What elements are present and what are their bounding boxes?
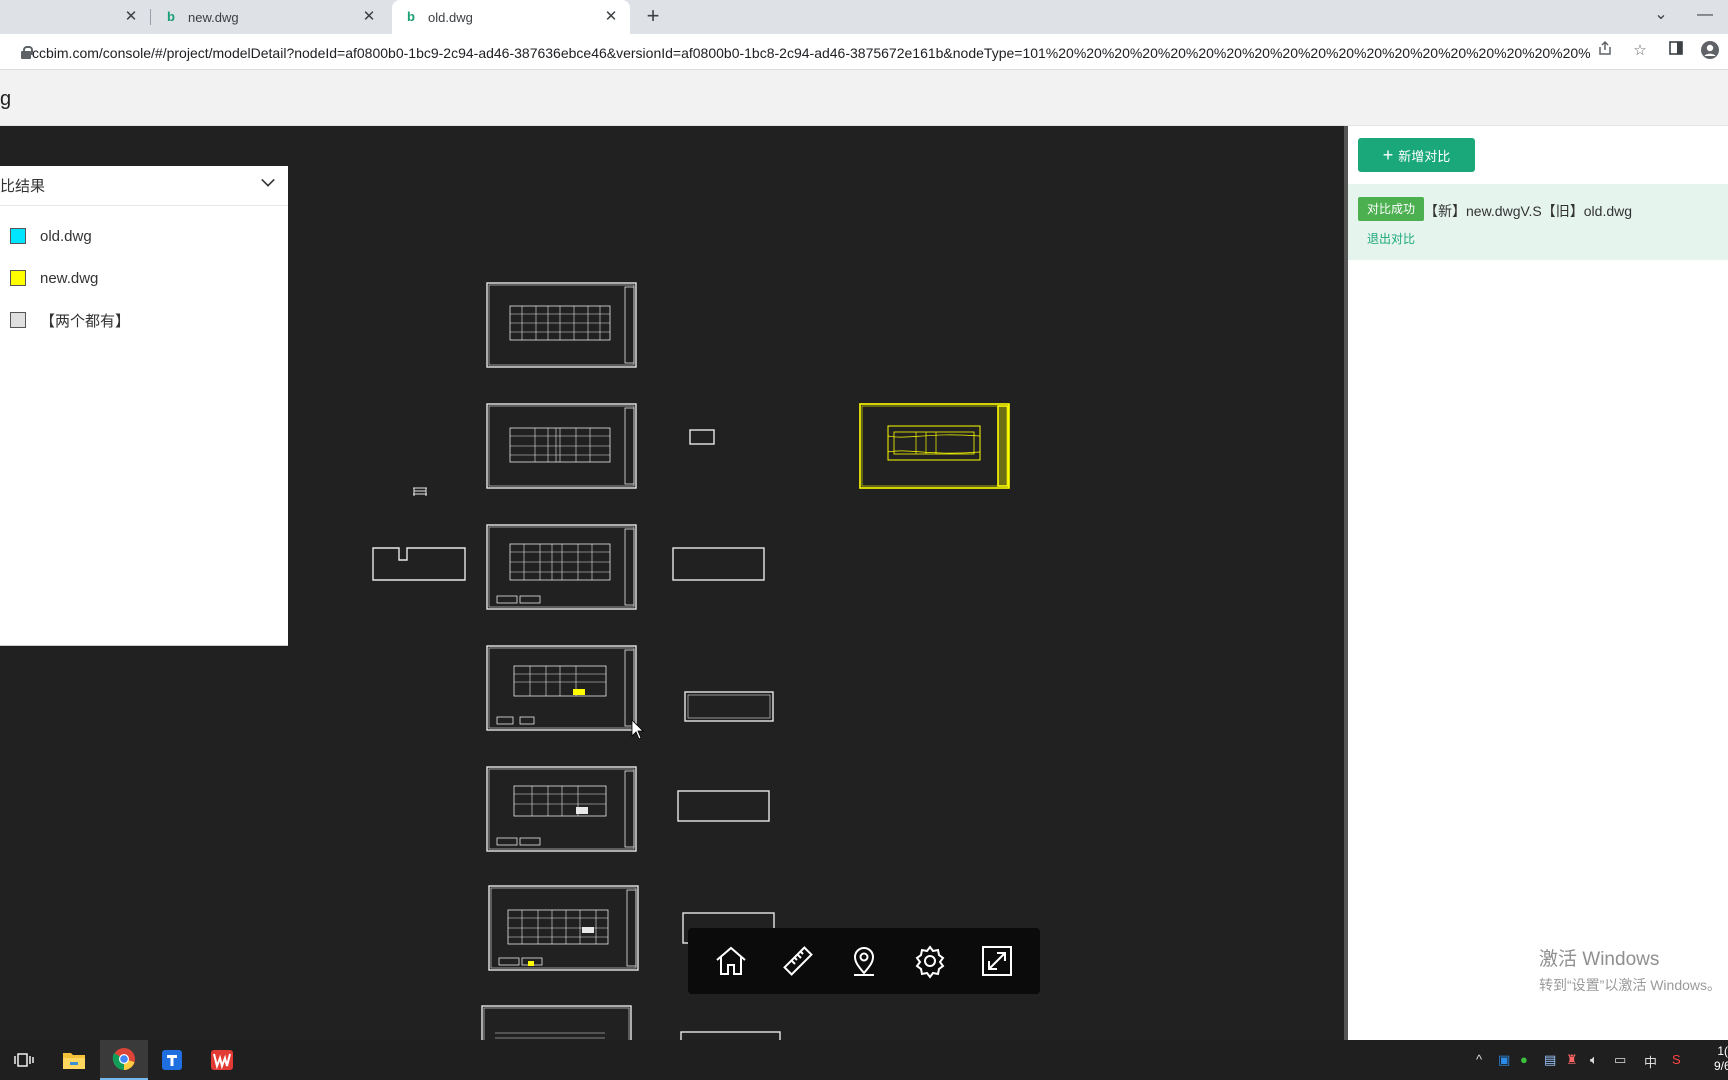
drawing-sheet — [486, 766, 637, 852]
watermark-line-2: 转到“设置”以激活 Windows。 — [1539, 977, 1722, 993]
tab-separator — [150, 9, 151, 25]
mouse-cursor-icon — [631, 719, 644, 740]
legend-label: new.dwg — [40, 269, 99, 287]
tray-app-icon[interactable]: ▣ — [1498, 1052, 1511, 1067]
wechat-tray-icon[interactable]: ● — [1520, 1052, 1528, 1067]
color-swatch-both — [10, 312, 26, 328]
browser-tab-bar: ✕ b new.dwg ✕ b old.dwg ✕ + ⌄ — — [0, 0, 1728, 34]
network-icon[interactable]: ▭ — [1614, 1052, 1627, 1067]
legend-header[interactable]: 比结果 — [0, 166, 288, 206]
drawing-sheet — [486, 524, 637, 610]
tray-security-icon[interactable]: ♜ — [1566, 1052, 1578, 1067]
drawing-block — [684, 691, 774, 722]
ccbim-favicon-icon: b — [407, 9, 415, 24]
clock-time: 1( — [1717, 1044, 1728, 1058]
status-badge: 对比成功 — [1358, 197, 1425, 221]
legend-item-new: new.dwg — [10, 268, 98, 288]
browser-address-bar: ccbim.com/console/#/project/modelDetail?… — [0, 34, 1728, 70]
tab-title: new.dwg — [188, 9, 239, 25]
legend-label: 【两个都有】 — [40, 312, 131, 330]
close-icon[interactable]: ✕ — [124, 8, 138, 25]
exit-comparison-link[interactable]: 退出对比 — [1367, 232, 1416, 246]
plus-icon: + — [1382, 145, 1394, 165]
color-swatch-old — [10, 228, 26, 244]
window-minimize-icon[interactable]: — — [1697, 6, 1713, 23]
drawing-sheet — [486, 282, 637, 368]
profile-avatar-icon[interactable] — [1700, 40, 1722, 62]
drawing-block — [680, 1031, 781, 1040]
windows-taskbar: ^ ▣ ● ▤ ♜ 🔈︎ ▭ 中 S 1( 9/6 — [0, 1040, 1728, 1080]
ccbim-favicon-icon: b — [167, 9, 175, 24]
clock-date: 9/6 — [1714, 1059, 1728, 1073]
system-clock[interactable]: 1( 9/6 — [1714, 1044, 1728, 1074]
close-icon[interactable]: ✕ — [362, 8, 376, 25]
drawing-block — [689, 429, 715, 445]
location-pin-icon[interactable] — [842, 939, 886, 983]
app-blue-taskbar-icon[interactable] — [148, 1040, 196, 1080]
wps-taskbar-icon[interactable] — [198, 1040, 246, 1080]
home-icon[interactable] — [709, 939, 753, 983]
comparison-legend-panel: 比结果 old.dwg new.dwg 【两个都有】 — [0, 166, 288, 646]
watermark-line-1: 激活 Windows — [1539, 949, 1660, 970]
legend-title: 比结果 — [0, 178, 46, 195]
viewer-toolbar — [688, 928, 1040, 994]
drawing-block — [672, 547, 765, 581]
add-comparison-label: 新增对比 — [1398, 148, 1451, 164]
sogou-ime-icon[interactable]: S — [1672, 1052, 1681, 1067]
url-text: ccbim.com/console/#/project/modelDetail?… — [32, 45, 1590, 61]
legend-item-old: old.dwg — [10, 226, 92, 246]
browser-tab-partial[interactable]: ✕ — [0, 0, 150, 34]
app-header: g — [0, 70, 1728, 126]
volume-icon[interactable]: 🔈︎ — [1590, 1052, 1598, 1067]
chevron-down-icon[interactable] — [261, 173, 275, 187]
color-swatch-new — [10, 270, 26, 286]
file-explorer-icon[interactable] — [50, 1040, 98, 1080]
ime-indicator[interactable]: 中 — [1644, 1055, 1658, 1070]
comparison-description: 【新】new.dwgV.S【旧】old.dwg — [1424, 203, 1633, 219]
legend-item-both: 【两个都有】 — [10, 310, 130, 330]
drawing-block — [677, 790, 770, 822]
drawing-sheets — [372, 282, 1010, 1040]
new-tab-plus-icon[interactable]: + — [646, 3, 660, 28]
ruler-icon[interactable] — [776, 939, 820, 983]
drawing-sheet — [486, 645, 637, 731]
bookmark-star-icon[interactable]: ☆ — [1633, 42, 1647, 59]
drawing-sheet — [486, 403, 637, 489]
chrome-taskbar-icon[interactable] — [100, 1040, 148, 1080]
windows-activation-watermark: 激活 Windows 转到“设置”以激活 Windows。 — [1539, 944, 1721, 995]
tray-overflow-icon[interactable]: ^ — [1476, 1052, 1483, 1067]
drawing-sheet — [481, 1005, 632, 1040]
comparison-result-item[interactable]: 对比成功 【新】new.dwgV.S【旧】old.dwg 退出对比 — [1348, 184, 1728, 260]
gear-icon[interactable] — [908, 939, 952, 983]
tab-title: old.dwg — [428, 9, 473, 25]
drawing-sheet — [488, 885, 639, 971]
browser-tab-new-dwg[interactable]: b new.dwg ✕ — [158, 0, 388, 34]
cad-viewer-canvas[interactable]: 比结果 old.dwg new.dwg 【两个都有】 — [0, 126, 1344, 1040]
tray-network-icon[interactable]: ▤ — [1544, 1052, 1557, 1067]
fullscreen-icon[interactable] — [975, 939, 1019, 983]
changed-sheet-highlight — [859, 403, 1010, 489]
share-icon[interactable] — [1597, 40, 1619, 62]
file-title: g — [0, 88, 12, 110]
browser-tab-old-dwg[interactable]: b old.dwg ✕ — [392, 0, 630, 34]
close-icon[interactable]: ✕ — [604, 8, 618, 25]
comparison-side-panel: + 新增对比 对比成功 【新】new.dwgV.S【旧】old.dwg 退出对比… — [1344, 126, 1728, 1040]
url-field[interactable]: ccbim.com/console/#/project/modelDetail?… — [20, 40, 1590, 66]
task-view-icon[interactable] — [0, 1040, 48, 1080]
add-comparison-button[interactable]: + 新增对比 — [1358, 138, 1475, 172]
drawing-outline — [372, 547, 466, 581]
tab-search-chevron-icon[interactable]: ⌄ — [1654, 6, 1668, 23]
legend-label: old.dwg — [40, 227, 92, 245]
side-panel-icon[interactable] — [1668, 40, 1690, 62]
